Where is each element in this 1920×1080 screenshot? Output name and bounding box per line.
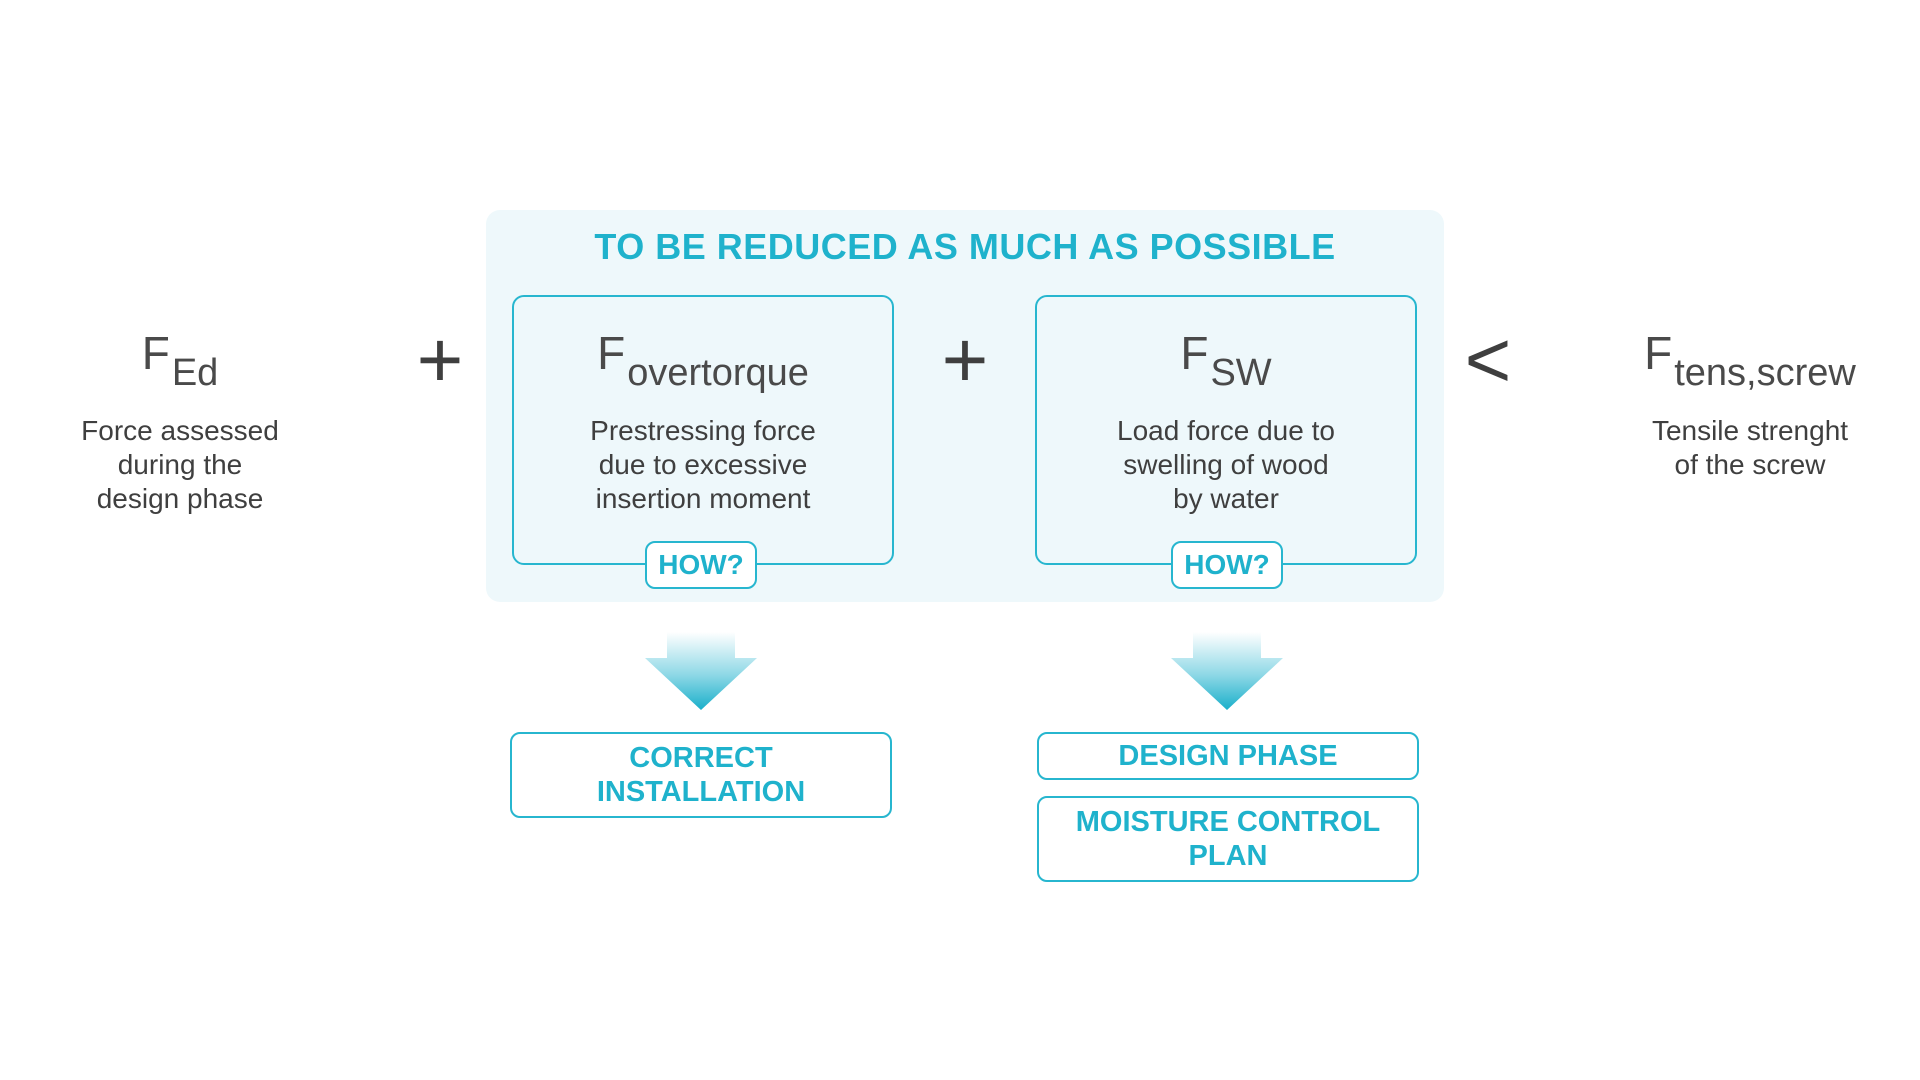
down-arrow-icon xyxy=(645,632,757,710)
panel-title: TO BE REDUCED AS MUCH AS POSSIBLE xyxy=(594,226,1336,267)
moisture-control-plan-box: MOISTURE CONTROL PLAN xyxy=(1037,796,1419,882)
f-sw-description: Load force due to swelling of wood by wa… xyxy=(1035,414,1417,516)
f-ed-desc-line: Force assessed xyxy=(81,415,279,446)
how-button-1[interactable]: HOW? xyxy=(645,541,757,589)
less-than-operator: < xyxy=(1464,315,1512,404)
plus-operator-2: + xyxy=(941,315,989,404)
f-sw-desc-line: Load force due to xyxy=(1117,415,1335,446)
f-ed-main: F xyxy=(141,327,170,379)
how-button-2[interactable]: HOW? xyxy=(1171,541,1283,589)
f-ed-desc-line: during the xyxy=(117,449,243,480)
moisture-control-line: PLAN xyxy=(1188,840,1268,872)
f-tens-screw-desc-line: Tensile strenght xyxy=(1651,415,1849,446)
f-sw-main: F xyxy=(1180,327,1209,379)
f-overtorque-box xyxy=(512,295,894,565)
design-phase-label: DESIGN PHASE xyxy=(1118,740,1338,772)
f-overtorque-desc-line: Prestressing force xyxy=(590,415,816,446)
f-sw-desc-line: swelling of wood xyxy=(1123,449,1329,480)
f-overtorque-main: F xyxy=(597,327,626,379)
f-tens-screw-symbol: Ftens,screw xyxy=(1600,330,1900,396)
f-tens-screw-description: Tensile strenght of the screw xyxy=(1600,414,1900,482)
f-overtorque-desc-line: due to excessive xyxy=(598,449,808,480)
f-ed-description: Force assessed during the design phase xyxy=(40,414,320,516)
f-sw-desc-line: by water xyxy=(1173,483,1279,514)
f-overtorque-symbol: Fovertorque xyxy=(512,330,894,396)
correct-installation-box: CORRECT INSTALLATION xyxy=(510,732,892,818)
f-overtorque-description: Prestressing force due to excessive inse… xyxy=(512,414,894,516)
design-phase-box: DESIGN PHASE xyxy=(1037,732,1419,780)
f-ed-desc-line: design phase xyxy=(96,483,264,514)
f-overtorque-desc-line: insertion moment xyxy=(595,483,811,514)
plus-operator-1: + xyxy=(416,315,464,404)
correct-installation-line: INSTALLATION xyxy=(596,776,806,808)
f-sw-symbol: FSW xyxy=(1035,330,1417,396)
f-tens-screw-sub: tens,screw xyxy=(1674,352,1856,394)
moisture-control-line: MOISTURE CONTROL xyxy=(1075,806,1381,838)
correct-installation-line: CORRECT xyxy=(629,742,773,774)
f-ed-symbol: FEd xyxy=(80,330,280,396)
f-overtorque-sub: overtorque xyxy=(627,352,809,394)
down-arrow-icon xyxy=(1171,632,1283,710)
f-tens-screw-desc-line: of the screw xyxy=(1674,449,1826,480)
f-sw-sub: SW xyxy=(1210,352,1272,394)
f-tens-screw-main: F xyxy=(1644,327,1673,379)
f-ed-sub: Ed xyxy=(171,352,219,394)
